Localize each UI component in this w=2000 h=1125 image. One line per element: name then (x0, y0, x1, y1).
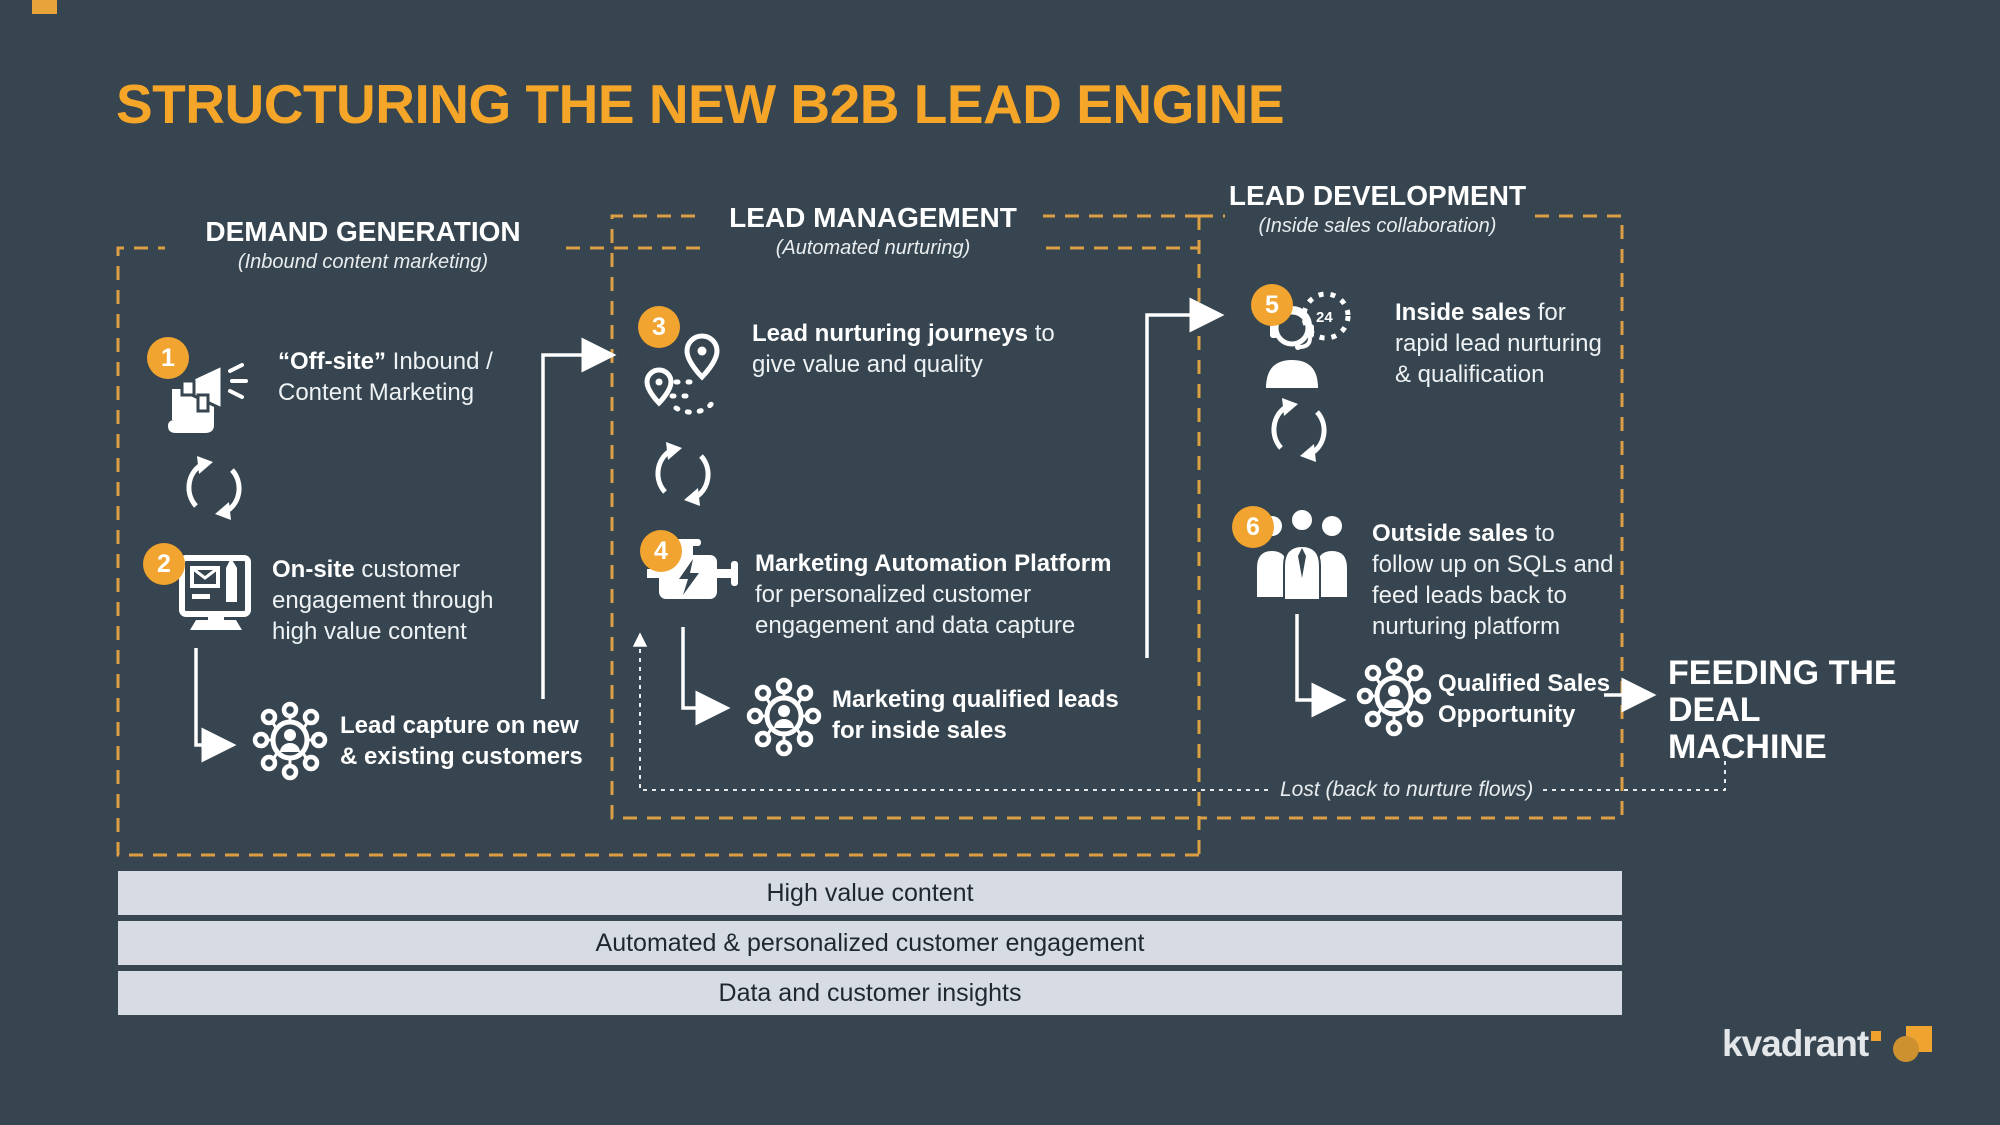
megaphone-icon (168, 362, 248, 433)
step-badge-5: 5 (1251, 284, 1293, 326)
step-text-rest: to give value and quality (752, 320, 1055, 378)
step-text-2: On-site customer engagement through high… (272, 554, 512, 647)
arrow-step2-to-lead-capture (194, 648, 237, 763)
page-title: STRUCTURING THE NEW B2B LEAD ENGINE (116, 73, 1285, 135)
step-text-bold: Marketing Automation Platform (755, 550, 1112, 577)
step-badge-6: 6 (1232, 506, 1274, 548)
foundation-bar-data-insights: Data and customer insights (118, 971, 1622, 1015)
step-text-1: “Off-site” Inbound / Content Marketing (278, 346, 493, 408)
foundation-bar-high-value-content: High value content (118, 871, 1622, 915)
step-text-bold: On-site (272, 556, 355, 583)
step-text-rest: Inbound / Content Marketing (278, 348, 493, 406)
step-text-4: Marketing Automation Platform for person… (755, 548, 1140, 641)
step-text-6: Outside sales to follow up on SQLs and f… (1372, 518, 1617, 642)
arrow-step6-to-qso (1295, 614, 1347, 718)
qso-label: Qualified Sales Opportunity (1438, 670, 1611, 728)
foundation-bar-automated-engagement: Automated & personalized customer engage… (118, 921, 1622, 965)
step-text-rest: for personalized customer engagement and… (755, 581, 1076, 639)
section-title: DEMAND GENERATION (205, 216, 521, 247)
mql-label: Marketing qualified leads for inside sal… (832, 686, 1119, 744)
section-subtitle: (Inbound content marketing) (237, 251, 489, 273)
step-text-bold: “Off-site” (278, 348, 386, 375)
step-badge-2: 2 (143, 543, 185, 585)
lead-development-box (1199, 214, 1624, 820)
logo-dot-mark (1871, 1031, 1882, 1041)
step-text-bold: Inside sales (1395, 299, 1532, 326)
step-badge-3: 3 (638, 306, 680, 348)
inside-sales-icon: 24 (1266, 291, 1351, 388)
step-text-bold: Outside sales (1372, 520, 1529, 547)
step-badge-1: 1 (147, 337, 189, 379)
kvadrant-logo: kvadrant (1722, 1023, 1933, 1064)
section-header-lead-development: LEAD DEVELOPMENT (Inside sales collabora… (1225, 178, 1530, 238)
demand-generation-box (116, 246, 1199, 857)
arrow-lead-capture-to-step3 (541, 337, 617, 699)
logo-circle-square-icon (1893, 1026, 1933, 1062)
step-text-3: Lead nurturing journeys to give value an… (752, 318, 1057, 380)
step-text-rest: to follow up on SQLs and feed leads back… (1372, 520, 1614, 640)
arrow-step4-to-mql (681, 627, 731, 726)
arrow-mql-to-step5 (1145, 297, 1225, 658)
section-subtitle: (Inside sales collaboration) (1258, 215, 1497, 237)
step-text-bold: Lead nurturing journeys (752, 320, 1029, 347)
cycle-arrows-icon (1271, 398, 1327, 462)
logo-text: kvadrant (1722, 1023, 1869, 1064)
section-header-demand-generation: DEMAND GENERATION (Inbound content marke… (165, 214, 561, 274)
outcome-label: FEEDING THE DEAL MACHINE (1668, 654, 1897, 766)
corner-accent-mark (32, 0, 57, 14)
cycle-arrows-icon (655, 442, 711, 506)
section-header-lead-management: LEAD MANAGEMENT (Automated nurturing) (703, 200, 1043, 260)
clock-24-label: 24 (1316, 309, 1333, 326)
lost-path-label: Lost (back to nurture flows) (1272, 775, 1542, 805)
step-text-5: Inside sales for rapid lead nurturing & … (1395, 297, 1620, 390)
section-title: LEAD MANAGEMENT (729, 202, 1017, 233)
lead-network-icon (1356, 657, 1432, 737)
lost-return-path (632, 632, 1726, 791)
lead-capture-label: Lead capture on new & existing customers (340, 712, 583, 770)
journey-icon (644, 333, 720, 415)
cycle-arrows-icon (186, 456, 242, 520)
lead-network-icon (746, 677, 822, 757)
lead-network-icon (252, 701, 328, 781)
step-badge-4: 4 (640, 530, 682, 572)
content-engagement-icon (179, 555, 251, 630)
section-title: LEAD DEVELOPMENT (1228, 180, 1527, 211)
step-text-rest: customer engagement through high value c… (272, 556, 494, 645)
section-subtitle: (Automated nurturing) (775, 237, 971, 259)
step-text-rest: for rapid lead nurturing & qualification (1395, 299, 1602, 388)
